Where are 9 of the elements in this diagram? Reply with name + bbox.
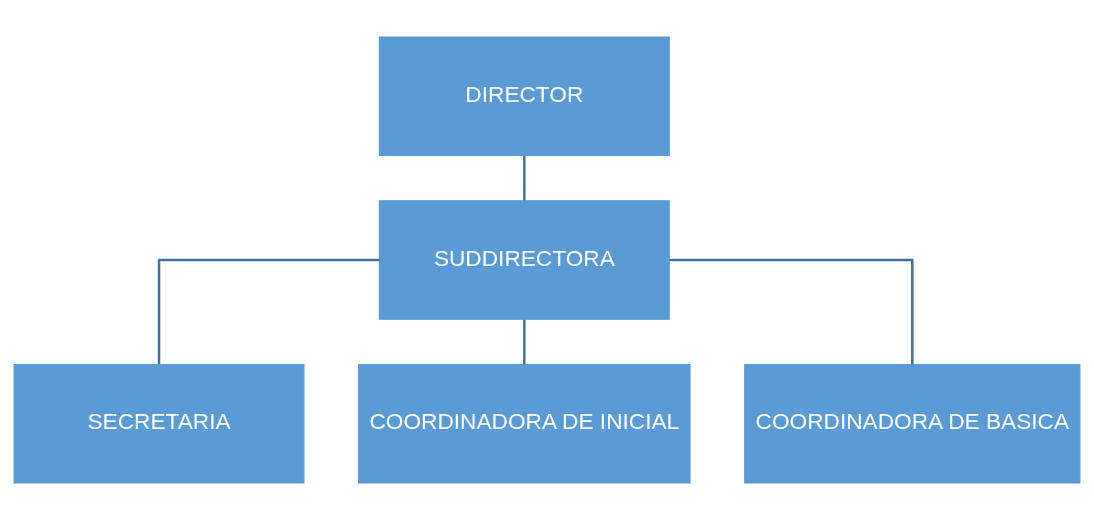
node-box: COORDINADORA DE BASICA (744, 363, 1081, 484)
node-box: DIRECTOR (378, 35, 670, 156)
node-box: SECRETARIA (13, 363, 305, 484)
connector (157, 258, 380, 364)
node-box: COORDINADORA DE INICIAL (358, 363, 691, 484)
connector (523, 319, 526, 364)
connector (669, 258, 914, 364)
node-box: SUDDIRECTORA (378, 199, 670, 320)
connector (523, 155, 526, 201)
